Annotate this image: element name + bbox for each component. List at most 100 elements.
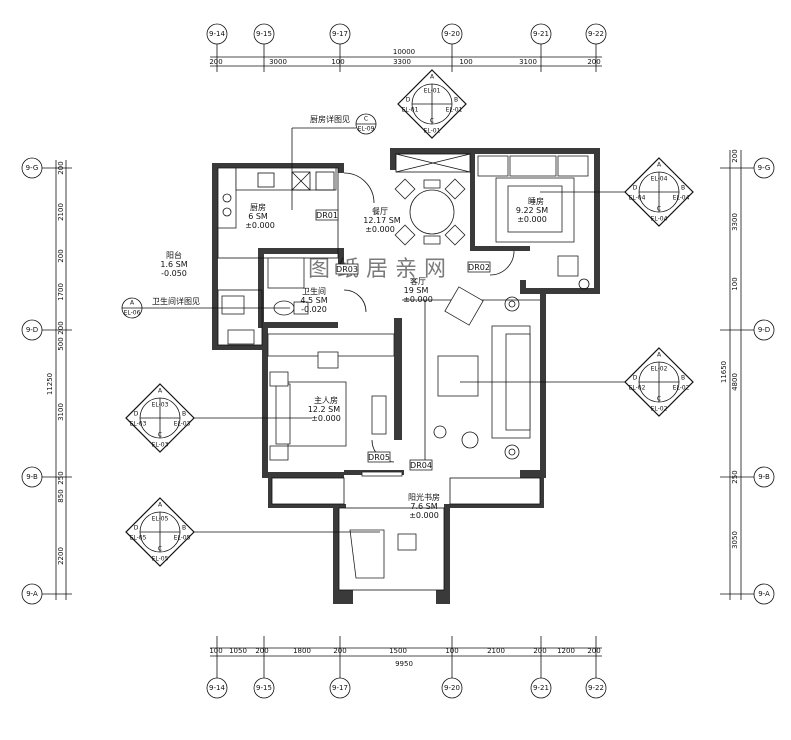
bottom-dim-seg: 1800 bbox=[293, 647, 311, 655]
top-dimension-line: 10000 200 3000 100 3300 100 3100 200 bbox=[209, 48, 602, 67]
top-axis-bubbles: 9-14 9-15 9-17 9-20 9-21 9-22 bbox=[206, 23, 607, 72]
room-level: -0.020 bbox=[301, 305, 327, 314]
left-axis-bubbles: 9-G 9-D 9-B 9-A bbox=[21, 157, 72, 605]
room-dining: 餐厅 12.17 SM ±0.000 bbox=[363, 207, 401, 234]
marker-code-c: EL-03 bbox=[152, 442, 169, 449]
left-dim-seg: 3100 bbox=[57, 403, 65, 421]
room-area: 7.6 SM bbox=[410, 502, 437, 511]
kitchen-counter bbox=[217, 167, 337, 229]
left-dimension-line: 200 2100 200 1700 200 500 3100 250 850 2… bbox=[46, 160, 67, 600]
room-kitchen: 厨房 6 SM ±0.000 bbox=[245, 202, 275, 230]
marker-letter-c: C bbox=[158, 546, 162, 553]
room-bedroom: 睡房 9.22 SM ±0.000 bbox=[516, 196, 548, 224]
marker-letter-b: B bbox=[182, 525, 186, 532]
room-name: 卫生间 bbox=[302, 286, 326, 296]
marker-code-c: EL-01 bbox=[424, 128, 441, 135]
marker-letter-a: A bbox=[657, 352, 662, 359]
marker-code-d: EL-03 bbox=[130, 421, 147, 428]
left-dim-seg: 500 bbox=[57, 337, 65, 350]
room-study: 阳光书房 7.6 SM ±0.000 bbox=[408, 492, 440, 520]
door-tag-dr05: DR05 bbox=[368, 453, 390, 462]
axis-bubble-bottom-9-20: 9-20 bbox=[444, 684, 460, 692]
bottom-dim-seg: 200 bbox=[255, 647, 268, 655]
room-name: 睡房 bbox=[528, 196, 544, 206]
master-bed bbox=[267, 333, 395, 461]
marker-code-a: EL-05 bbox=[152, 516, 169, 523]
right-dim-seg: 3050 bbox=[731, 531, 739, 549]
right-dim-seg: 200 bbox=[731, 149, 739, 162]
bath-detail-label: 卫生间详图见 bbox=[152, 296, 200, 306]
bottom-dim-seg: 200 bbox=[533, 647, 546, 655]
marker-code-c: EL-04 bbox=[651, 216, 668, 223]
bottom-dim-seg: 2100 bbox=[487, 647, 505, 655]
kitchen-detail-note: 厨房详图见 C EL-09 bbox=[291, 113, 377, 210]
marker-letter-c: C bbox=[430, 118, 434, 125]
bath-detail-note: 卫生间详图见 A EL-06 bbox=[121, 296, 290, 319]
bottom-dim-seg: 200 bbox=[587, 647, 600, 655]
elevation-marker-el02: A EL-02 D EL-02 B EL-02 C EL-02 bbox=[624, 347, 694, 417]
elevation-marker-el05: A EL-05 D EL-05 B EL-05 C EL-05 bbox=[125, 497, 195, 567]
room-level: ±0.000 bbox=[311, 414, 341, 423]
door-tag-dr03: DR03 bbox=[336, 265, 358, 274]
marker-letter-a: A bbox=[158, 388, 163, 395]
left-dim-seg: 200 bbox=[57, 321, 65, 334]
door-tag-dr02: DR02 bbox=[468, 263, 490, 272]
left-dim-seg: 200 bbox=[57, 161, 65, 174]
axis-bubble-bottom-9-15: 9-15 bbox=[256, 684, 272, 692]
right-dim-seg: 4800 bbox=[731, 373, 739, 391]
axis-bubble-left-9-D: 9-D bbox=[26, 326, 38, 334]
marker-letter-d: D bbox=[134, 525, 139, 532]
walls bbox=[212, 148, 600, 604]
top-dim-seg: 3100 bbox=[519, 58, 537, 66]
marker-code-b: EL-03 bbox=[174, 421, 191, 428]
room-name: 阳台 bbox=[166, 250, 182, 260]
axis-bubble-bottom-9-14: 9-14 bbox=[209, 684, 225, 692]
axis-bubble-left-9-B: 9-B bbox=[26, 473, 38, 481]
marker-letter-a: A bbox=[430, 74, 435, 81]
room-level: ±0.000 bbox=[365, 225, 395, 234]
axis-bubble-top-9-14: 9-14 bbox=[209, 30, 225, 38]
room-level: ±0.000 bbox=[403, 295, 433, 304]
bed-bedroom bbox=[477, 155, 590, 290]
right-axis-bubbles: 9-G 9-D 9-B 9-A bbox=[720, 157, 775, 605]
top-dim-seg: 3300 bbox=[393, 58, 411, 66]
bath-tag-code: EL-06 bbox=[124, 310, 141, 317]
room-name: 阳光书房 bbox=[408, 492, 440, 502]
elevation-marker-el03: A EL-03 D EL-03 B EL-03 C EL-03 bbox=[125, 383, 195, 453]
kitchen-detail-label: 厨房详图见 bbox=[310, 114, 350, 124]
room-level: ±0.000 bbox=[245, 221, 275, 230]
room-level: ±0.000 bbox=[409, 511, 439, 520]
bottom-dim-seg: 1500 bbox=[389, 647, 407, 655]
door-tag-dr04: DR04 bbox=[410, 461, 432, 470]
bottom-dimension-line: 9950 100 1050 200 1800 200 1500 100 2100… bbox=[209, 647, 602, 668]
door-tag-dr01: DR01 bbox=[316, 211, 338, 220]
room-area: 4.5 SM bbox=[300, 296, 327, 305]
marker-letter-a: A bbox=[657, 162, 662, 169]
axis-bubble-bottom-9-22: 9-22 bbox=[588, 684, 604, 692]
marker-code-d: EL-01 bbox=[402, 107, 419, 114]
room-area: 9.22 SM bbox=[516, 206, 548, 215]
marker-code-c: EL-05 bbox=[152, 556, 169, 563]
marker-code-b: EL-04 bbox=[673, 195, 690, 202]
elevation-marker-el01: A EL-01 D EL-01 B EL-01 C EL-01 bbox=[397, 69, 467, 139]
marker-code-b: EL-05 bbox=[174, 535, 191, 542]
bath-tag-letter: A bbox=[130, 300, 135, 307]
marker-letter-d: D bbox=[406, 97, 411, 104]
room-area: 12.17 SM bbox=[363, 216, 401, 225]
top-dim-total: 10000 bbox=[393, 48, 415, 56]
left-dim-seg: 250 bbox=[57, 471, 65, 484]
marker-letter-d: D bbox=[134, 411, 139, 418]
elevation-marker-el04: A EL-04 D EL-04 B EL-04 C EL-04 bbox=[624, 157, 694, 227]
bottom-dim-seg: 1200 bbox=[557, 647, 575, 655]
watermark: 图 纸 居 亲 网 bbox=[308, 257, 446, 282]
axis-bubble-bottom-9-17: 9-17 bbox=[332, 684, 348, 692]
room-name: 主人房 bbox=[314, 395, 338, 405]
axis-bubble-left-9-G: 9-G bbox=[26, 164, 39, 172]
door-tags: DR01 DR02 DR03 DR04 DR05 bbox=[315, 209, 491, 471]
bottom-dim-total: 9950 bbox=[395, 660, 413, 668]
room-name: 客厅 bbox=[410, 276, 426, 286]
room-living: 客厅 19 SM ±0.000 bbox=[403, 276, 433, 304]
left-dim-seg: 850 bbox=[57, 489, 65, 502]
room-area: 12.2 SM bbox=[308, 405, 340, 414]
bottom-axis-bubbles: 9-14 9-15 9-17 9-20 9-21 9-22 bbox=[206, 636, 607, 699]
